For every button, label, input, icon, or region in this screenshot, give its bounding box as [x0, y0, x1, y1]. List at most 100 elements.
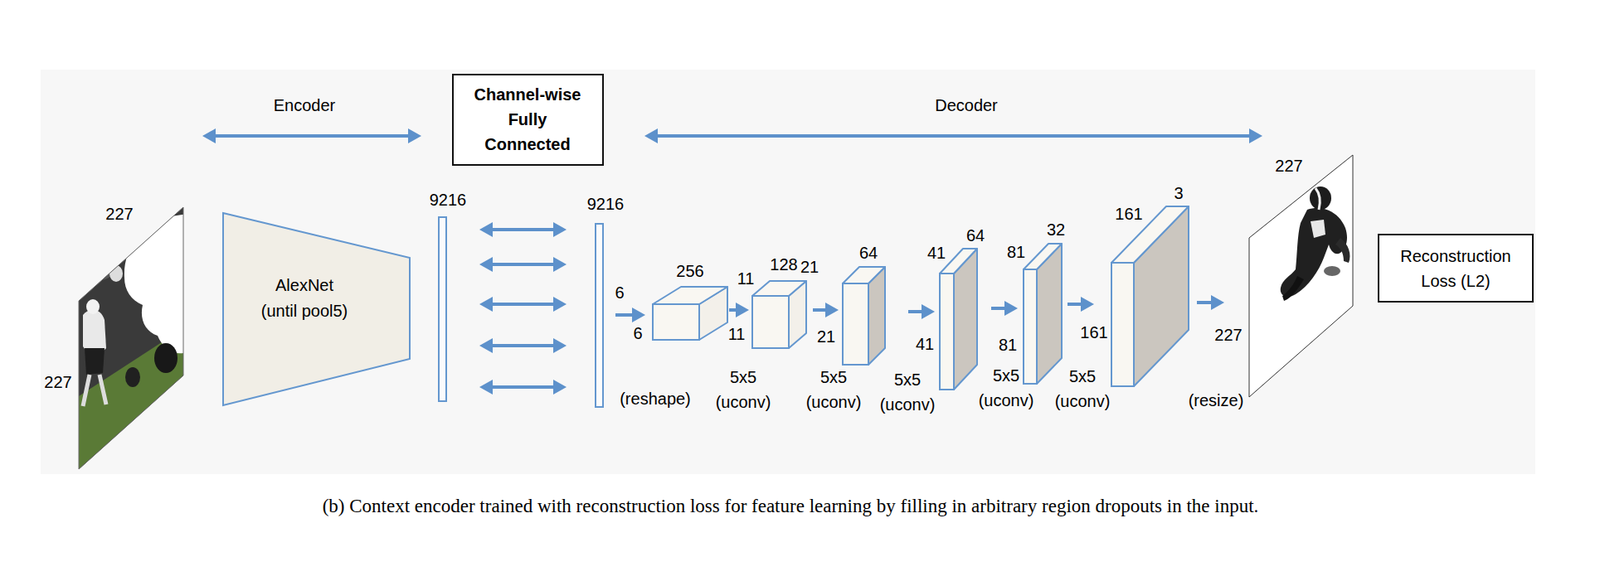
- dimension-label: 161: [1079, 321, 1108, 344]
- arrow-head: [632, 307, 646, 323]
- trapezoid-shape: [223, 213, 410, 406]
- arrow-shaft: [991, 306, 1007, 311]
- dimension-label: 11: [728, 323, 746, 346]
- player-helmet: [1309, 186, 1332, 210]
- feature-volume: 1613161: [1111, 206, 1189, 387]
- layer-box: Channel-wise Fully Connected: [452, 73, 604, 166]
- encoder-span-head: [408, 128, 422, 144]
- player-body: [1280, 208, 1348, 297]
- dimension-label: 9216: [429, 189, 467, 211]
- feature-vector: 9216: [594, 223, 604, 409]
- player-shape: [125, 367, 141, 388]
- feature-volume-outline: [1023, 243, 1062, 385]
- arrow-head: [553, 257, 567, 273]
- player-shape: [82, 310, 107, 355]
- dimension-label: 227: [105, 203, 133, 225]
- flow-arrow: [729, 302, 749, 318]
- dimension-label: 9216: [587, 193, 625, 215]
- flow-arrow: [1067, 296, 1095, 312]
- crowd-patch: [87, 267, 112, 281]
- dimension-label: 6: [632, 322, 642, 345]
- figure-shadow: [1323, 266, 1341, 277]
- volume-front-face: [752, 296, 789, 349]
- encoder-span-head: [202, 128, 216, 144]
- volume-front-face: [1023, 269, 1037, 385]
- arrow-head: [553, 296, 567, 312]
- arrow-shaft: [491, 344, 555, 348]
- flow-arrow: [479, 257, 567, 273]
- arrow-head: [479, 296, 493, 312]
- arrow-head: [735, 302, 749, 318]
- arrow-head: [479, 257, 493, 273]
- arrow-shaft: [908, 310, 924, 314]
- flow-arrow: [812, 302, 839, 318]
- volume-top-face: [842, 267, 886, 284]
- player-shape: [84, 348, 105, 375]
- feature-volume-outline: [1111, 206, 1189, 387]
- dimension-label: 11: [737, 267, 755, 290]
- figure-caption: (b) Context encoder trained with reconst…: [322, 494, 1260, 520]
- helmet-stripe: [1315, 188, 1320, 210]
- loss-box: Reconstruction Loss (L2): [1377, 233, 1534, 303]
- feature-volume: 416441: [939, 248, 978, 390]
- dimension-label: 161: [1114, 203, 1143, 225]
- dimension-label: 227: [1274, 155, 1303, 177]
- feature-vector: 9216: [437, 216, 448, 403]
- arrow-shaft: [615, 313, 634, 317]
- feature-volume-outline: [752, 281, 807, 349]
- output-image-outline: [1249, 155, 1353, 398]
- volume-top-face: [752, 281, 807, 297]
- dimension-label: 21: [817, 325, 836, 348]
- feature-volume: 1112811: [752, 281, 807, 349]
- output-image: 227227: [1249, 155, 1353, 398]
- feature-volume: 62566: [652, 286, 728, 341]
- dimension-label: 6: [614, 282, 624, 304]
- flow-arrow: [1196, 295, 1225, 311]
- arrow-head: [479, 379, 493, 395]
- arrow-head: [1080, 296, 1095, 312]
- player-shape: [154, 343, 178, 374]
- layer-name: Channel-wise Fully Connected: [468, 82, 587, 157]
- flow-arrow: [479, 222, 567, 238]
- encoder-span-line: [213, 134, 410, 138]
- volume-front-face: [652, 304, 700, 341]
- volume-top-face: [1023, 243, 1062, 270]
- flow-arrow: [479, 379, 567, 395]
- feature-volume-outline: [652, 286, 728, 341]
- input-image-frame: [78, 207, 184, 470]
- dimension-label: 256: [675, 260, 704, 283]
- flow-arrow: [615, 307, 646, 323]
- feature-volume-outline: [842, 267, 886, 365]
- player-leg: [1282, 276, 1304, 302]
- volume-front-face: [842, 283, 869, 365]
- operation-label: 5x5 (uconv): [806, 364, 862, 415]
- arrow-head: [1210, 295, 1225, 311]
- arrow-shaft: [491, 302, 555, 307]
- arrow-head: [1004, 301, 1018, 317]
- arrow-shaft: [491, 228, 555, 232]
- volume-top-face: [1111, 206, 1189, 263]
- image-frame: [1249, 155, 1353, 398]
- flow-arrow: [908, 304, 935, 320]
- operation-label: 5x5 (uconv): [978, 363, 1035, 414]
- dimension-label: 32: [1046, 218, 1066, 241]
- player-helmet: [86, 299, 100, 315]
- arrow-head: [479, 222, 493, 238]
- dimension-label: 227: [1214, 324, 1242, 346]
- arrow-head: [553, 379, 567, 395]
- arrow-shaft: [491, 385, 555, 390]
- flow-arrow: [479, 296, 567, 312]
- grass-field: [78, 328, 184, 473]
- arrow-shaft: [1196, 301, 1213, 305]
- operation-label: (resize): [1188, 389, 1245, 412]
- dimension-label: 227: [43, 371, 72, 394]
- arrow-shaft: [1067, 302, 1083, 307]
- dimension-label: 81: [998, 334, 1017, 356]
- player-legs: [82, 374, 107, 407]
- dimension-label: 41: [927, 242, 946, 264]
- dimension-label: 3: [1173, 182, 1183, 205]
- dimension-label: 128: [769, 253, 798, 276]
- input-image: [78, 207, 187, 473]
- dimension-label: 81: [1006, 241, 1026, 263]
- operation-label: 5x5 (uconv): [715, 364, 772, 415]
